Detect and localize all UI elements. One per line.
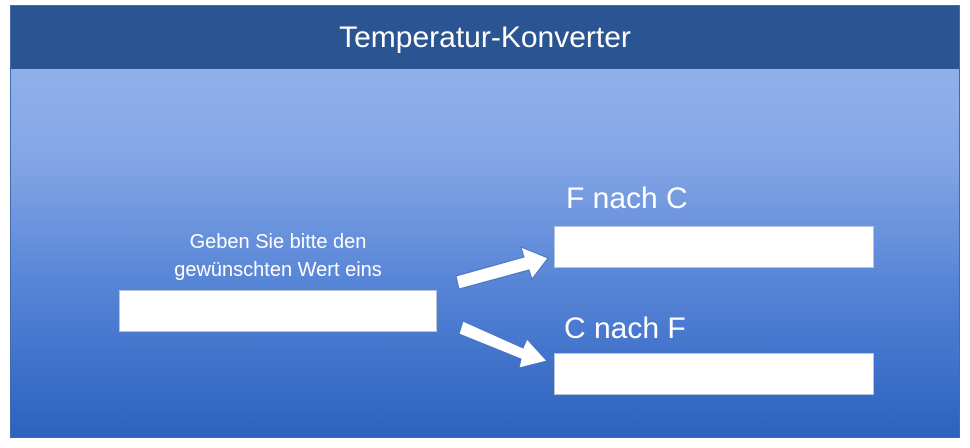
f-to-c-label: F nach C: [566, 182, 688, 215]
input-prompt: Geben Sie bitte den gewünschten Wert ein…: [174, 231, 382, 281]
arrow-up-right-icon: [455, 246, 549, 290]
temperature-input[interactable]: [119, 290, 437, 332]
app-title: Temperatur-Konverter: [339, 20, 631, 54]
temperature-converter-window: Temperatur-Konverter Geben Sie bitte den…: [10, 5, 960, 438]
f-to-c-output-field[interactable]: [554, 226, 874, 268]
title-bar: Temperatur-Konverter: [11, 6, 959, 69]
c-to-f-output-field[interactable]: [554, 353, 874, 395]
c-to-f-label: C nach F: [564, 312, 686, 345]
arrow-down-right-icon: [458, 320, 548, 369]
